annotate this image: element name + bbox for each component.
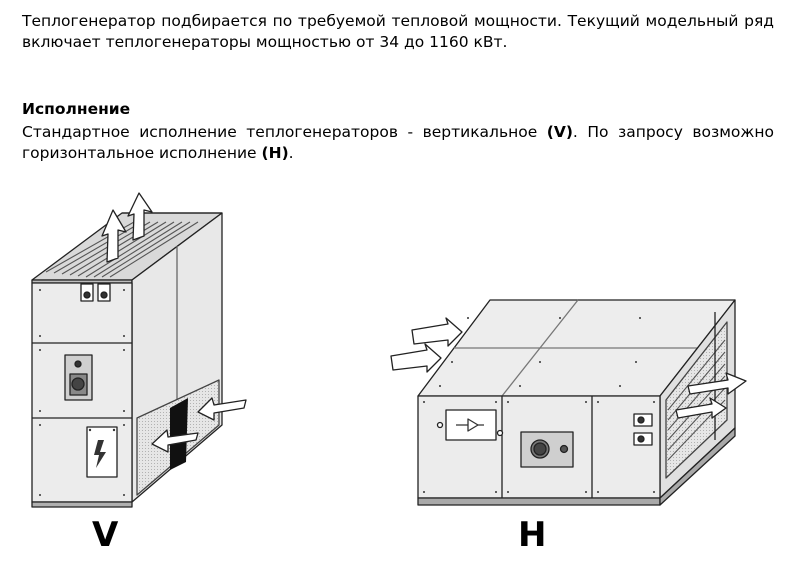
horizontal-figure-label: H [518,515,547,555]
intro-paragraph: Теплогенератор подбирается по требуемой … [22,12,774,51]
paragraph-text-middle: . По запросу возможно горизонтальное исп… [22,123,774,162]
paragraph-text-end: . [288,144,294,162]
v-code: (V) [546,123,573,141]
paragraph-text-start: Стандартное исполнение теплогенераторов … [22,123,547,141]
h-code: (H) [261,144,289,162]
vertical-figure-label: V [92,515,119,555]
horizontal-heater-illustration [390,299,747,506]
section-paragraph: Стандартное исполнение теплогенераторов … [22,122,774,164]
vertical-heater-illustration [31,192,247,508]
section-heading: Исполнение [22,100,131,118]
